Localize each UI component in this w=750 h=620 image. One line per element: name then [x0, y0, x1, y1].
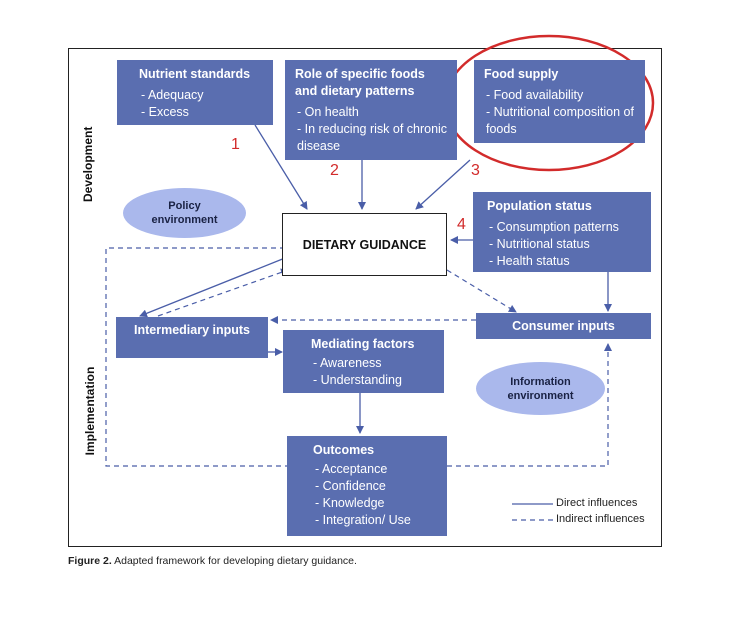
intermediary-inputs-box: Intermediary inputs — [116, 317, 268, 358]
outcomes-title: Outcomes — [313, 443, 375, 457]
legend-direct-label: Direct influences — [556, 497, 638, 509]
population-status-title: Population status — [487, 199, 592, 213]
dietary-guidance-box: DIETARY GUIDANCE — [282, 213, 447, 276]
implementation-label: Implementation — [83, 366, 97, 456]
population-item: - Nutritional status — [489, 237, 590, 251]
mediating-item: - Awareness — [313, 356, 382, 370]
population-status-box: Population status - Consumption patterns… — [473, 192, 651, 272]
nutrient-standards-title: Nutrient standards — [139, 67, 251, 81]
dietary-guidance-title: DIETARY GUIDANCE — [302, 237, 427, 252]
consumer-inputs-box: Consumer inputs — [476, 313, 651, 339]
caption-text: Adapted framework for developing dietary… — [114, 555, 357, 567]
outcomes-item: - Acceptance — [315, 462, 388, 476]
number-2: 2 — [330, 162, 339, 179]
dashed-guidance-to-consumer — [446, 269, 517, 313]
legend-indirect-label: Indirect influences — [556, 513, 645, 525]
arrow-nutrient-to-guidance — [254, 124, 308, 210]
food-supply-title: Food supply — [484, 67, 559, 81]
dashed-loop-left — [105, 247, 288, 467]
number-3: 3 — [471, 162, 480, 179]
outcomes-item: - Knowledge — [315, 496, 385, 510]
population-item: - Health status — [489, 254, 570, 268]
information-environment-label: Information environment — [507, 375, 574, 402]
development-label: Development — [81, 126, 95, 202]
arrow-guidance-to-intermediary — [139, 257, 286, 318]
figure-caption: Figure 2. Adapted framework for developi… — [68, 555, 357, 567]
nutrient-standards-box: Nutrient standards - Adequacy - Excess — [117, 60, 273, 125]
food-supply-item: - Nutritional composition of foods — [486, 105, 634, 136]
intermediary-inputs-title: Intermediary inputs — [134, 323, 250, 337]
population-item: - Consumption patterns — [489, 220, 619, 234]
food-supply-item: - Food availability — [486, 88, 584, 102]
outcomes-box: Outcomes - Acceptance - Confidence - Kno… — [287, 436, 447, 536]
outcomes-item: - Integration/ Use — [315, 513, 411, 527]
caption-label: Figure 2. — [68, 555, 112, 567]
mediating-factors-box: Mediating factors - Awareness - Understa… — [283, 330, 444, 393]
figure-frame — [68, 48, 662, 547]
consumer-inputs-title: Consumer inputs — [512, 319, 615, 333]
mediating-item: - Understanding — [313, 373, 402, 387]
role-of-foods-box: Role of specific foods and dietary patte… — [285, 60, 457, 160]
arrow-food-supply-to-guidance — [415, 159, 471, 210]
number-4: 4 — [457, 216, 466, 233]
dashed-intermediary-to-guidance — [157, 268, 289, 317]
role-item: - On health — [297, 105, 359, 119]
nutrient-item: - Excess — [141, 105, 189, 119]
information-environment-ellipse: Information environment — [476, 362, 605, 415]
outcomes-item: - Confidence — [315, 479, 386, 493]
role-item: - In reducing risk of chronic disease — [297, 122, 448, 153]
policy-environment-ellipse: Policy environment — [123, 188, 246, 238]
policy-environment-label: Policy environment — [151, 200, 218, 226]
food-supply-box: Food supply - Food availability - Nutrit… — [474, 60, 645, 143]
number-1: 1 — [231, 136, 240, 153]
role-of-foods-title: Role of specific foods and dietary patte… — [295, 67, 425, 98]
nutrient-item: - Adequacy — [141, 88, 204, 102]
mediating-factors-title: Mediating factors — [311, 337, 415, 351]
